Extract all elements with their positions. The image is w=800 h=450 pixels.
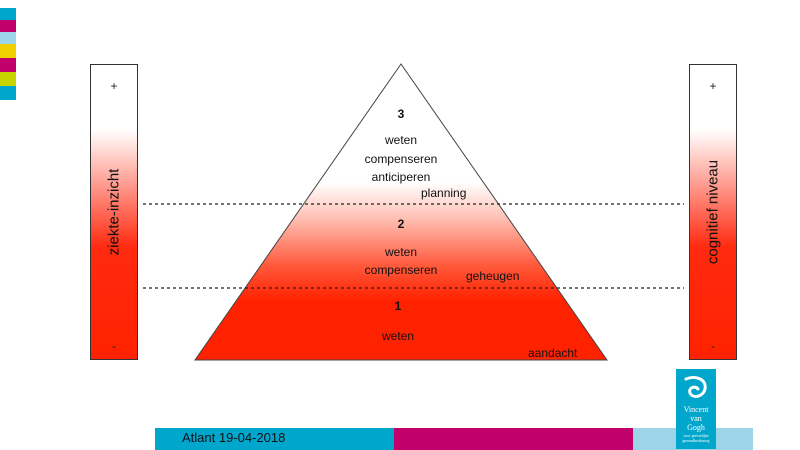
level-3-number: 3 (397, 107, 405, 121)
ziekte-inzicht-bar: + ziekte-inzicht - (90, 64, 138, 360)
level-3-line-2: compenseren (364, 152, 438, 166)
strip-light-blue (0, 32, 16, 44)
right-bar-minus: - (711, 339, 715, 353)
logo-line-3: Gogh (687, 423, 705, 432)
strip-yellow (0, 44, 16, 58)
level-2-line-1: weten (384, 245, 418, 259)
strip-teal-2 (0, 86, 16, 100)
level-3-tag: planning (421, 186, 467, 200)
level-2-tag: geheugen (466, 269, 520, 283)
level-2-number: 2 (397, 217, 405, 231)
pyramid-shape (194, 63, 608, 361)
vincent-van-gogh-logo: Vincent van Gogh voor geestelijke gezond… (676, 369, 716, 449)
strip-magenta-2 (0, 58, 16, 72)
logo-line-1: Vincent (683, 405, 709, 414)
cognitief-niveau-bar: + cognitief niveau - (689, 64, 737, 360)
level-2-line-2: compenseren (364, 263, 438, 277)
level-1-number: 1 (394, 299, 402, 313)
footer-magenta-band (394, 428, 633, 450)
logo-tagline: voor geestelijke gezondheidszorg (682, 433, 710, 443)
level-3-line-1: weten (384, 133, 418, 147)
strip-teal (0, 8, 16, 20)
logo-swirl-icon (684, 375, 707, 398)
left-bar-minus: - (112, 339, 116, 353)
footer-teal-band (155, 428, 394, 450)
right-bar-plus: + (709, 79, 717, 93)
strip-magenta (0, 20, 16, 32)
logo-line-2: van (690, 414, 702, 423)
level-1-tag: aandacht (528, 346, 578, 360)
footer-text: Atlant 19-04-2018 (182, 430, 286, 445)
level-1-line-1: weten (381, 329, 415, 343)
left-bar-plus: + (110, 79, 118, 93)
strip-lime (0, 72, 16, 86)
level-3-line-3: anticiperen (371, 170, 431, 184)
